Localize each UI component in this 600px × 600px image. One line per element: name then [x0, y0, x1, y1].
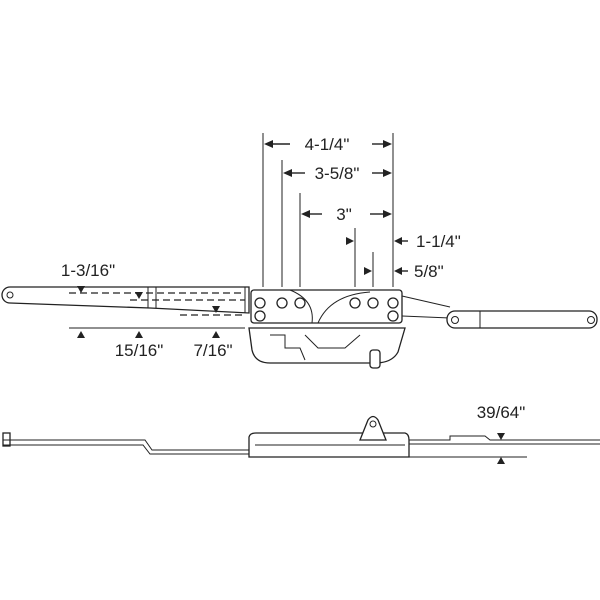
right-arm — [401, 295, 598, 329]
dim-label: 15/16" — [115, 341, 164, 360]
dim-label: 39/64" — [477, 403, 526, 422]
dim-label: 3" — [336, 205, 352, 224]
dim-label: 4-1/4" — [305, 135, 350, 154]
dim-label: 1-1/4" — [416, 232, 461, 251]
dimension-1-1-4: 1-1/4" — [346, 232, 461, 251]
mounting-screw-icons — [254, 297, 399, 322]
dimension-3: 3" — [301, 205, 392, 224]
dim-label: 5/8" — [414, 262, 444, 281]
operator-body — [248, 289, 406, 369]
dim-label: 1-3/16" — [61, 261, 115, 280]
left-arm — [1, 286, 250, 316]
dimension-4-1-4: 4-1/4" — [264, 135, 392, 154]
dim-label: 3-5/8" — [315, 164, 360, 183]
dimension-3-5-8: 3-5/8" — [283, 164, 392, 183]
side-view: 39/64" — [2, 403, 600, 464]
dimension-5-8: 5/8" — [364, 262, 444, 281]
extension-lines — [262, 133, 394, 287]
dim-label: 7/16" — [193, 341, 232, 360]
arm-offset-dimensions: 1-3/16" 15/16" 7/16" — [61, 261, 245, 360]
